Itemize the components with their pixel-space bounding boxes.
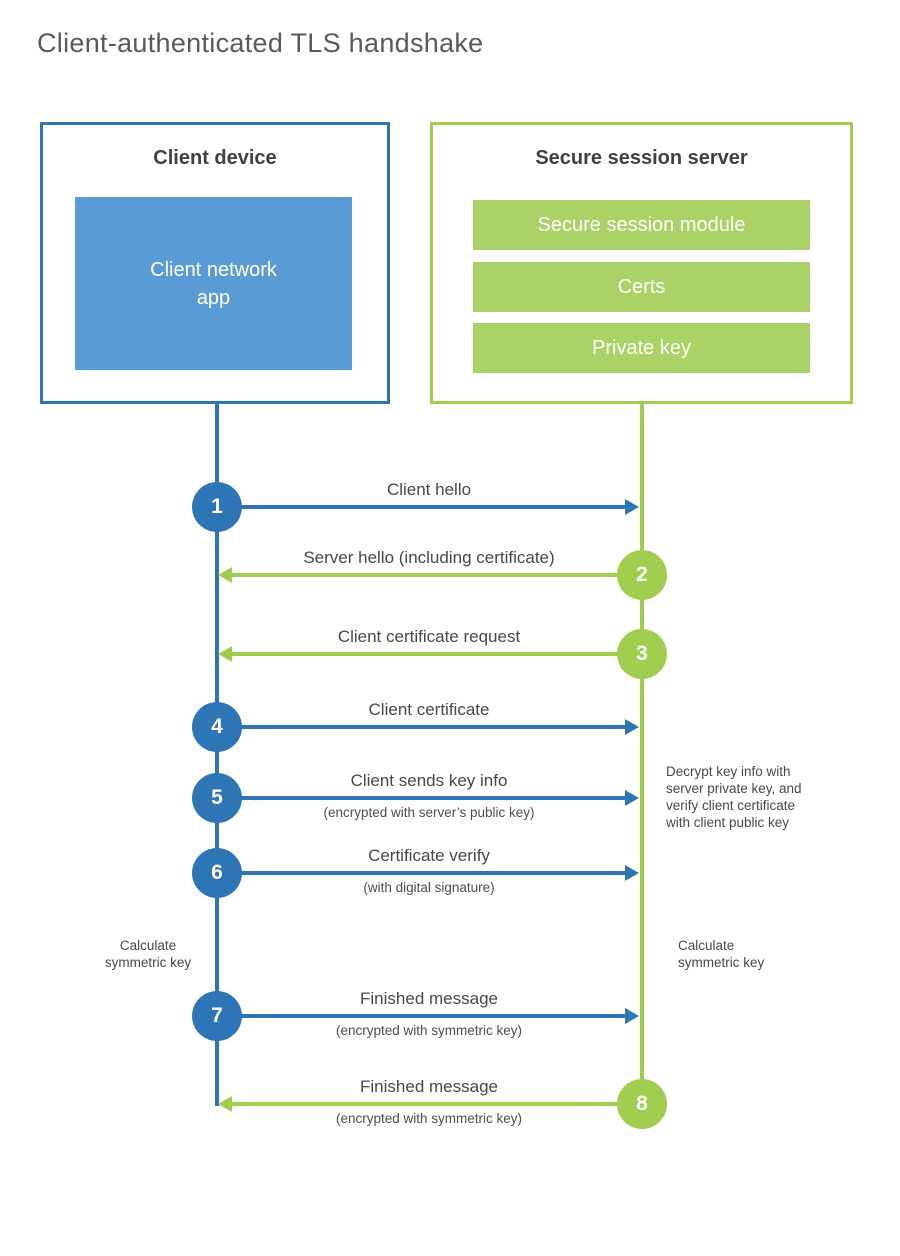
message-label: Client certificate request: [337, 627, 521, 646]
message-label: Client certificate: [368, 700, 490, 719]
arrow-line-client: [217, 505, 627, 509]
arrowhead-icon: [625, 499, 639, 515]
arrow-line-server: [231, 1102, 642, 1106]
secure-session-server-title: Secure session server: [535, 147, 748, 169]
message-label: Server hello (including certificate): [303, 548, 555, 567]
message-sublabel: (encrypted with symmetric key): [335, 1023, 523, 1038]
arrow-line-client: [217, 796, 627, 800]
message-sublabel: (with digital signature): [363, 880, 495, 895]
message-sublabel: (encrypted with symmetric key): [335, 1111, 523, 1126]
message-sublabel: (encrypted with server’s public key): [323, 805, 535, 820]
arrowhead-icon: [625, 865, 639, 881]
arrow-line-client: [217, 725, 627, 729]
message-label: Finished message: [360, 989, 498, 1008]
note-calculate-symmetric-key-client: Calculate symmetric key: [104, 938, 192, 970]
step-circle-5: 5: [192, 773, 242, 823]
server-lifeline: [640, 404, 644, 1104]
arrowhead-icon: [218, 567, 232, 583]
step-circle-3: 3: [617, 629, 667, 679]
note-calculate-symmetric-key-server: Calculate symmetric key: [678, 938, 765, 970]
arrowhead-icon: [625, 790, 639, 806]
arrow-line-client: [217, 1014, 627, 1018]
step-circle-8: 8: [617, 1079, 667, 1129]
note-decrypt-key-info: Decrypt key info with server private key…: [666, 764, 802, 830]
message-label: Client sends key info: [350, 771, 508, 790]
arrowhead-icon: [218, 1096, 232, 1112]
arrowhead-icon: [218, 646, 232, 662]
arrowhead-icon: [625, 1008, 639, 1024]
step-circle-1: 1: [192, 482, 242, 532]
message-label: Client hello: [386, 480, 472, 499]
message-label: Finished message: [360, 1077, 498, 1096]
server-module-bar: Certs: [473, 262, 810, 312]
client-lifeline: [215, 404, 219, 1106]
step-circle-4: 4: [192, 702, 242, 752]
arrow-line-server: [231, 652, 642, 656]
message-label: Certificate verify: [368, 846, 490, 865]
server-module-bar: Secure session module: [473, 200, 810, 250]
arrowhead-icon: [625, 719, 639, 735]
secure-session-server-box: Secure session server Secure session mod…: [430, 122, 853, 404]
page-title: Client-authenticated TLS handshake: [37, 28, 484, 58]
arrow-line-server: [231, 573, 642, 577]
step-circle-6: 6: [192, 848, 242, 898]
step-circle-2: 2: [617, 550, 667, 600]
client-device-title: Client device: [153, 147, 277, 169]
step-circle-7: 7: [192, 991, 242, 1041]
server-module-bar: Private key: [473, 323, 810, 373]
client-network-app-box: Client network app: [75, 197, 352, 370]
arrow-line-client: [217, 871, 627, 875]
